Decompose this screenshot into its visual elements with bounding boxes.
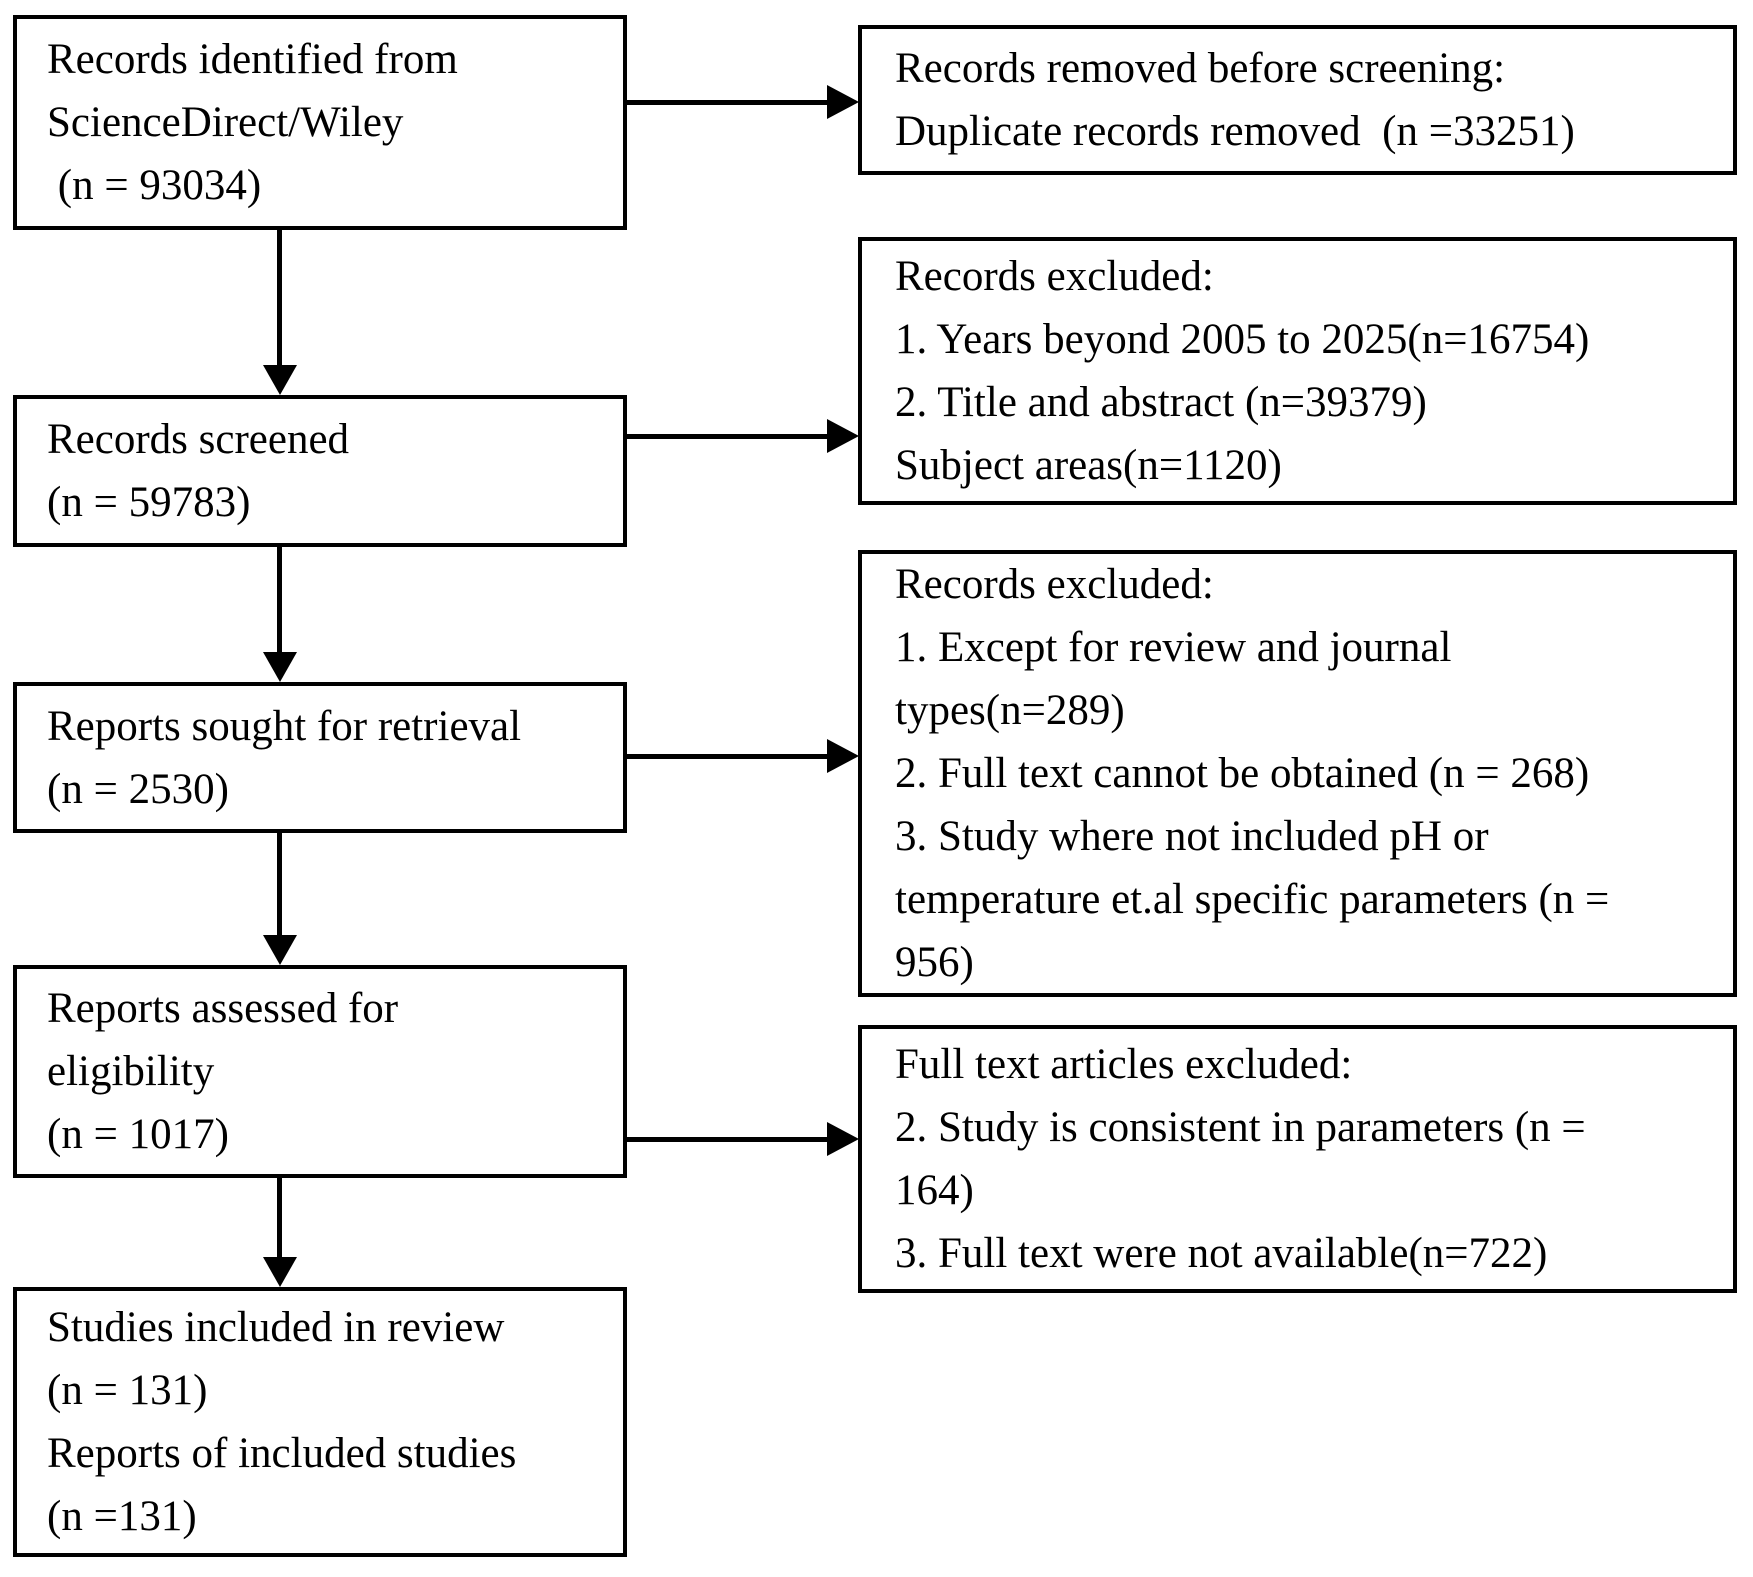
text-line: Full text articles excluded: bbox=[895, 1041, 1353, 1088]
text-line: Records screened bbox=[47, 416, 350, 463]
arrow-line bbox=[277, 230, 282, 367]
text-line: 3. Full text were not available(n=722) bbox=[895, 1230, 1548, 1277]
text-line: Reports sought for retrieval bbox=[47, 702, 522, 750]
arrowhead-right-icon bbox=[827, 419, 859, 453]
text-line: (n =131) bbox=[47, 1493, 197, 1540]
text-line: (n = 93034) bbox=[47, 162, 262, 209]
text-line: Studies included in review bbox=[47, 1304, 505, 1351]
text-line: Reports assessed for bbox=[47, 985, 399, 1032]
text-line: Reports of included studies bbox=[47, 1430, 517, 1477]
arrowhead-down-icon bbox=[263, 1257, 297, 1287]
box-records-screened: Records screened (n = 59783) bbox=[13, 395, 627, 547]
box-studies-included: Studies included in review (n = 131) Repor… bbox=[13, 1287, 627, 1557]
arrow-line bbox=[277, 547, 282, 654]
text-line: (n = 1017) bbox=[47, 1111, 229, 1158]
arrow-line bbox=[627, 1137, 828, 1142]
arrowhead-down-icon bbox=[263, 935, 297, 965]
text-line: 956) bbox=[895, 939, 974, 986]
text-line: Duplicate records removed (n =33251) bbox=[895, 108, 1575, 155]
text-line: 3. Study where not included pH or bbox=[895, 813, 1489, 860]
text-line: Records excluded: bbox=[895, 253, 1214, 300]
text-line: 2. Study is consistent in parameters (n … bbox=[895, 1104, 1586, 1151]
text-line: Records excluded: bbox=[895, 561, 1214, 608]
arrow-line bbox=[627, 100, 828, 105]
text-line: 2. Title and abstract (n=39379) bbox=[895, 379, 1427, 426]
box-records-excluded-retrieval: Records excluded: 1. Except for review an… bbox=[858, 550, 1737, 997]
text-line: types(n=289) bbox=[895, 687, 1125, 734]
arrow-line bbox=[627, 434, 828, 439]
arrowhead-down-icon bbox=[263, 365, 297, 395]
text-line: temperature et.al specific parameters (n… bbox=[895, 876, 1610, 923]
text-line: Records identified from bbox=[47, 36, 458, 83]
text-line: 1. Except for review and journal bbox=[895, 624, 1452, 671]
arrowhead-right-icon bbox=[827, 85, 859, 119]
text-line: Records removed before screening: bbox=[895, 45, 1506, 92]
box-full-text-articles-excluded: Full text articles excluded: 2. Study is … bbox=[858, 1025, 1737, 1293]
box-records-removed-before-screening: Records removed before screening: Duplica… bbox=[858, 25, 1737, 175]
box-records-excluded-screening: Records excluded: 1. Years beyond 2005 to… bbox=[858, 237, 1737, 505]
arrow-line bbox=[277, 1178, 282, 1259]
text-line: eligibility bbox=[47, 1048, 215, 1095]
box-reports-assessed: Reports assessed for eligibility (n = 1017… bbox=[13, 965, 627, 1178]
text-line: (n = 131) bbox=[47, 1367, 208, 1414]
text-line: (n = 2530) bbox=[47, 765, 229, 813]
arrowhead-down-icon bbox=[263, 652, 297, 682]
arrow-line bbox=[627, 754, 828, 759]
arrow-line bbox=[277, 833, 282, 937]
text-line: 1. Years beyond 2005 to 2025(n=16754) bbox=[895, 316, 1590, 363]
arrowhead-right-icon bbox=[827, 739, 859, 773]
box-reports-sought: Reports sought for retrieval (n = 2530) bbox=[13, 682, 627, 833]
text-line: ScienceDirect/Wiley bbox=[47, 99, 404, 146]
text-line: 164) bbox=[895, 1167, 974, 1214]
text-line: 2. Full text cannot be obtained (n = 268… bbox=[895, 750, 1590, 797]
text-line: (n = 59783) bbox=[47, 479, 251, 526]
text-line: Subject areas(n=1120) bbox=[895, 442, 1282, 489]
arrowhead-right-icon bbox=[827, 1122, 859, 1156]
